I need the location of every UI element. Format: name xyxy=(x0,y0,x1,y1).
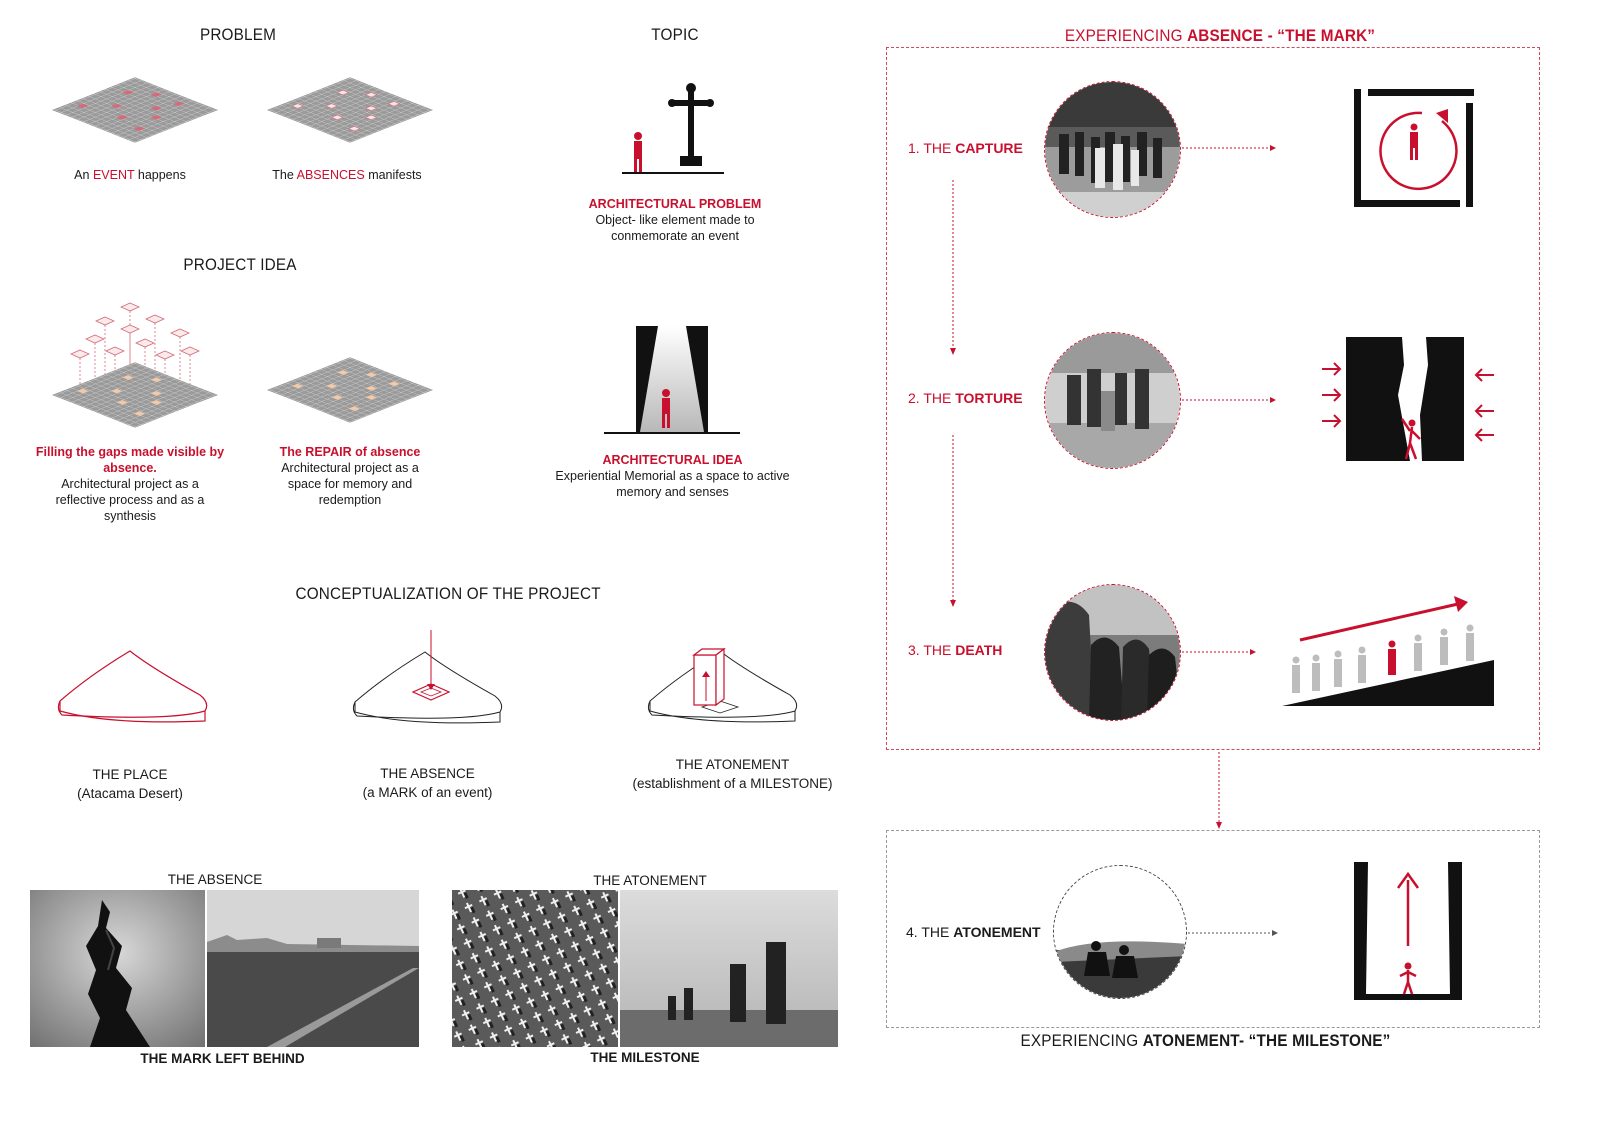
topic-heading: TOPIC xyxy=(651,25,699,44)
absence-caption: THE ABSENCE (a MARK of an event) xyxy=(362,766,493,800)
problem-heading: PROBLEM xyxy=(199,25,277,44)
flow-arrow-2 xyxy=(950,435,956,607)
event-caption: An EVENT happens xyxy=(74,168,186,182)
mark-left-behind-label: THE MARK LEFT BEHIND xyxy=(140,1051,305,1066)
architectural-problem-text: ARCHITECTURAL PROBLEM Object- like eleme… xyxy=(588,197,762,243)
step-atonement-label: 4. THE ATONEMENT xyxy=(906,924,1041,940)
step-torture-label: 2. THE TORTURE xyxy=(908,390,1023,406)
filling-gaps-diagram xyxy=(52,302,218,428)
place-terrain-diagram xyxy=(57,650,208,723)
torture-arrow xyxy=(1182,397,1276,403)
event-grid-diagram xyxy=(52,77,218,143)
atonement-caption: THE ATONEMENT (establishment of a MILEST… xyxy=(632,757,833,791)
atonement-photo xyxy=(1053,865,1187,999)
crack-photo xyxy=(30,890,205,1047)
step-capture-label: 1. THE CAPTURE xyxy=(908,140,1023,156)
place-caption: THE PLACE (Atacama Desert) xyxy=(77,767,183,801)
death-procession-icon xyxy=(1282,596,1494,706)
atonement-milestone-diagram xyxy=(647,647,798,723)
absences-grid-diagram xyxy=(267,77,433,143)
flow-arrow-3 xyxy=(1216,752,1222,829)
milestone-frame xyxy=(886,830,1540,1028)
capture-arrow xyxy=(1182,145,1276,151)
flow-arrow-1 xyxy=(950,180,956,355)
crosses-field-photo xyxy=(452,890,618,1047)
cross-monument-icon xyxy=(622,83,724,174)
mark-frame xyxy=(886,47,1540,750)
photo-absence-label: THE ABSENCE xyxy=(167,872,263,887)
absences-caption: The ABSENCES manifests xyxy=(272,168,422,182)
conceptualization-heading: CONCEPTUALIZATION OF THE PROJECT xyxy=(295,584,601,603)
repair-grid-diagram xyxy=(267,357,433,423)
capture-cycle-icon xyxy=(1354,89,1474,207)
desert-road-photo xyxy=(207,890,419,1047)
capture-photo xyxy=(1044,81,1181,218)
repair-text: The REPAIR of absence Architectural proj… xyxy=(279,445,421,507)
death-arrow xyxy=(1182,649,1256,655)
experiencing-atonement-title: EXPERIENCING ATONEMENT- “THE MILESTONE” xyxy=(1020,1031,1391,1050)
project-idea-heading: PROJECT IDEA xyxy=(183,255,297,274)
light-shaft-diagram xyxy=(604,326,740,434)
torture-squeeze-icon xyxy=(1322,337,1494,461)
torture-photo xyxy=(1044,332,1181,469)
architectural-idea-text: ARCHITECTURAL IDEA Experiential Memorial… xyxy=(555,453,790,499)
milestone-ascend-icon xyxy=(1354,862,1462,1000)
photo-atonement-label: THE ATONEMENT xyxy=(593,873,707,888)
milestone-pillars-photo xyxy=(620,890,838,1047)
absence-mark-diagram xyxy=(352,630,503,724)
death-photo xyxy=(1044,584,1181,721)
experiencing-absence-title: EXPERIENCING ABSENCE - “THE MARK” xyxy=(1064,26,1376,45)
step-death-label: 3. THE DEATH xyxy=(908,642,1003,658)
filling-gaps-text: Filling the gaps made visible by absence… xyxy=(35,445,225,523)
milestone-label: THE MILESTONE xyxy=(590,1050,700,1065)
atonement-arrow xyxy=(1188,930,1278,936)
